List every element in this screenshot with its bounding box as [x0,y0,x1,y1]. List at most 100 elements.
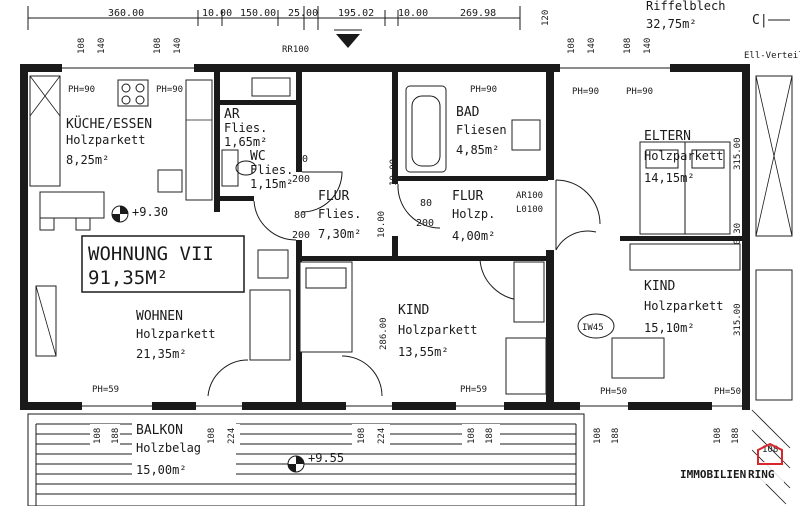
room-eltern-name: ELTERN [644,129,691,144]
logo-text-a: IMMOBILIEN [680,468,746,481]
dim-360: 360.00 [108,8,144,19]
svg-text:224: 224 [377,428,387,444]
svg-text:188: 188 [731,428,741,444]
svg-text:108: 108 [207,428,217,444]
room-ar-floor: Flies. [224,121,267,135]
svg-text:315.00: 315.00 [733,137,743,170]
section-marker: C| [752,13,768,28]
room-eltern-area: 14,15m² [644,171,695,185]
kitchen-ph-left: PH=90 [68,85,95,95]
room-wc-name: WC [250,149,266,164]
room-balkon-area: 15,00m² [136,463,187,477]
svg-text:224: 224 [227,428,237,444]
ell-label: Ell-Verteilu [744,51,800,61]
room-flur2-area: 4,00m² [452,229,495,243]
kitchen-fixtures [29,75,213,231]
svg-text:AR100: AR100 [516,191,543,201]
svg-text:PH=50: PH=50 [714,387,741,397]
bathtub [405,85,447,173]
dim-269: 269.98 [460,8,496,19]
room-wc-floor: Flies. [250,163,293,177]
room-eltern-floor: Holzparkett [644,149,723,163]
room-kind2-floor: Holzparkett [644,299,723,313]
riffelblech-area: 32,75m² [646,17,697,31]
svg-text:140: 140 [587,38,597,54]
svg-text:315.00: 315.00 [733,303,743,336]
svg-text:PH=50: PH=50 [600,387,627,397]
svg-text:80: 80 [420,198,432,209]
svg-text:108: 108 [713,428,723,444]
svg-text:108: 108 [593,428,603,444]
svg-text:108: 108 [93,428,103,444]
svg-text:80: 80 [296,154,308,165]
immobilienring-logo: IMMOBILIEN RING [676,442,784,484]
svg-text:PH=90: PH=90 [626,87,653,97]
dim-25: 25.00 [288,8,318,19]
svg-text:PH=59: PH=59 [92,385,119,395]
svg-text:286.00: 286.00 [379,317,389,350]
riffelblech-label: Riffelblech [646,0,725,13]
apartment-area: 91,35M² [88,267,168,289]
room-wohnen-area: 21,35m² [136,347,187,361]
room-kind1-floor: Holzparkett [398,323,477,337]
room-wohnen-name: WOHNEN [136,309,183,324]
svg-text:140: 140 [643,38,653,54]
apartment-title-box: WOHNUNG VII 91,35M² [81,235,245,293]
room-ar-name: AR [224,107,240,122]
kind1-wardrobe [513,261,545,323]
walls [20,64,750,410]
svg-text:PH=90: PH=90 [572,87,599,97]
svg-text:140: 140 [97,38,107,54]
svg-text:108: 108 [467,428,477,444]
level-930: +9.30 [132,205,168,219]
room-kind1-name: KIND [398,303,429,318]
level-marker-930 [111,205,129,223]
top-window-dims: 108 140 108 140 108 140 108 140 RR100 El… [77,38,800,61]
kind2-furniture [611,243,793,401]
double-bed [639,141,731,235]
apartment-title: WOHNUNG VII [88,243,214,265]
rr100-label: RR100 [282,45,309,55]
dim-10a: 10.00 [202,8,232,19]
bottom-window-dims: 108 188 108 224 108 224 108 188 108 188 … [90,424,741,446]
wall-type-label: IW45 [582,323,604,333]
svg-text:108: 108 [77,38,87,54]
room-wohnen-floor: Holzparkett [136,327,215,341]
svg-text:80: 80 [294,210,306,221]
svg-text:10.30: 10.30 [733,223,743,250]
svg-text:108: 108 [357,428,367,444]
room-bad-area: 4,85m² [456,143,499,157]
dim-195: 195.02 [338,8,374,19]
svg-text:L0100: L0100 [516,205,543,215]
room-kind2-area: 15,10m² [644,321,695,335]
svg-text:188: 188 [485,428,495,444]
level-955: +9.55 [308,451,344,465]
stair-triangle [334,29,362,48]
room-kind2-name: KIND [644,279,675,294]
room-wc-area: 1,15m² [250,177,293,191]
svg-text:108: 108 [762,445,778,455]
svg-text:PH=90: PH=90 [470,85,497,95]
room-flur1-floor: Flies. [318,207,361,221]
room-balkon-name: BALKON [136,423,183,438]
svg-text:200: 200 [292,174,310,185]
wohnen-furniture [35,249,353,361]
wall-type-marker [577,313,615,339]
room-flur2-name: FLUR [452,189,483,204]
svg-text:188: 188 [611,428,621,444]
ar-shelf [251,77,291,97]
bath-sink [511,119,541,151]
logo-text-b: RING [748,468,775,481]
kind1-desk [505,337,547,395]
svg-text:PH=59: PH=59 [460,385,487,395]
dim-150: 150.00 [240,8,276,19]
room-flur1-name: FLUR [318,189,349,204]
door-swings [207,171,601,397]
svg-text:188: 188 [111,428,121,444]
room-flur1-area: 7,30m² [318,227,361,241]
room-kueche-area: 8,25m² [66,153,109,167]
svg-text:108: 108 [567,38,577,54]
svg-text:200: 200 [292,230,310,241]
top-dimension-chain: 360.00 10.00 150.00 25.00 195.02 10.00 2… [27,0,790,31]
